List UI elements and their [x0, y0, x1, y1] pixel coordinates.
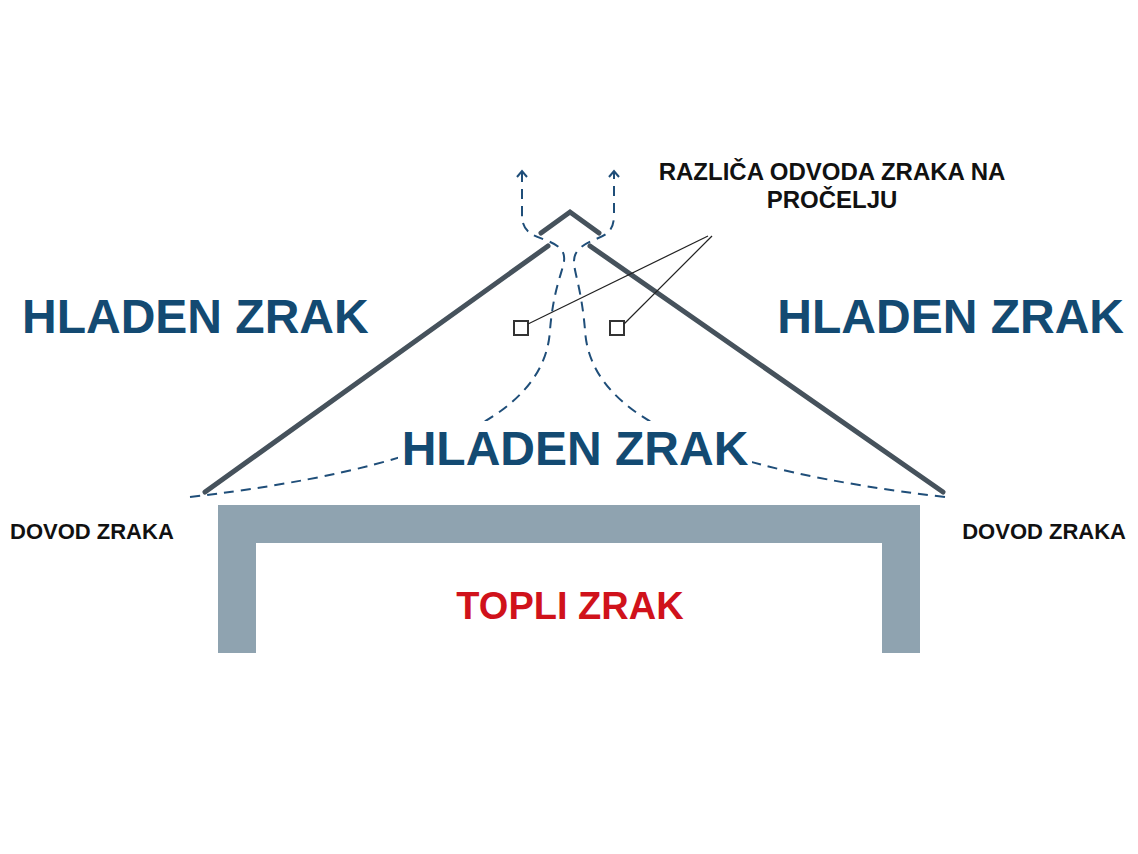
ridge-cap — [541, 212, 599, 233]
vent-grille — [514, 321, 528, 335]
air-label: HLADEN ZRAK — [398, 421, 753, 476]
warm-air-label: TOPLI ZRAK — [452, 585, 687, 629]
leader-line — [624, 236, 712, 324]
inlet-label: DOVOD ZRAKA — [958, 519, 1130, 544]
building-walls — [218, 505, 920, 653]
leader-line — [528, 236, 708, 324]
air-label: HLADEN ZRAK — [773, 289, 1128, 344]
vent-grille — [610, 321, 624, 335]
air-label: HLADEN ZRAK — [18, 289, 373, 344]
callout-label: RAZLIČA ODVODA ZRAKA NA PROČELJU — [643, 158, 1021, 213]
inlet-label: DOVOD ZRAKA — [6, 519, 178, 544]
